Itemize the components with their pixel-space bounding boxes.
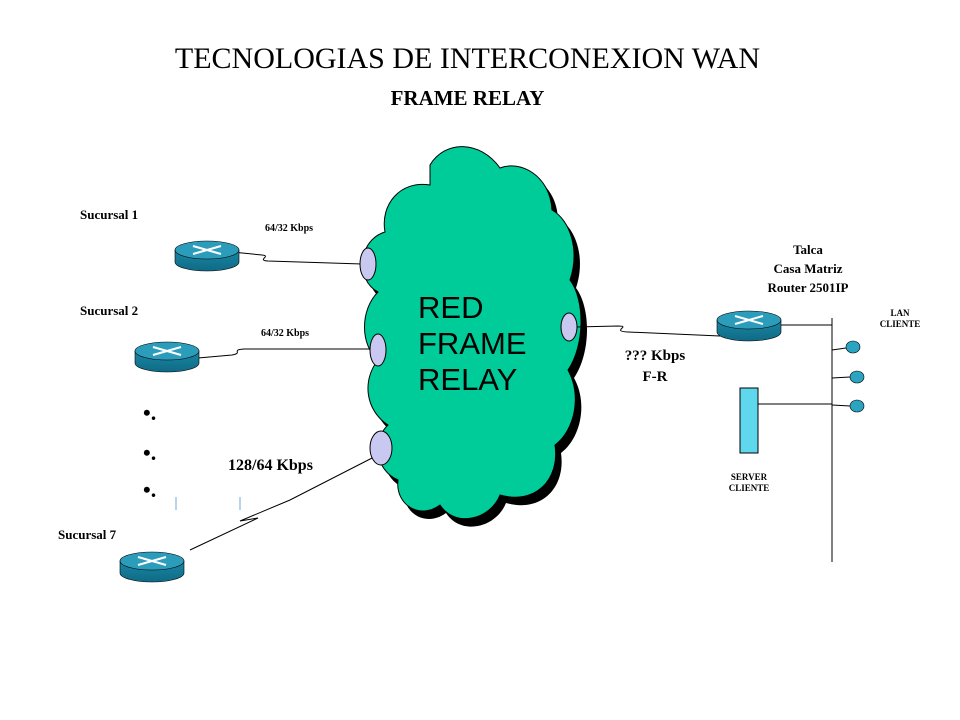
lan-label-line-1: LAN	[890, 308, 910, 318]
sucursal-1-label: Sucursal 1	[80, 207, 139, 222]
server-label-line-2: CLIENTE	[728, 483, 770, 493]
cloud-label-line-1: RED	[418, 290, 484, 325]
sucursal-2-label: Sucursal 2	[80, 303, 139, 318]
lan-backbone	[758, 318, 851, 562]
matriz-link-speed: ??? Kbps	[624, 348, 686, 364]
sucursal-2-speed: 64/32 Kbps	[261, 328, 310, 339]
server-icon	[739, 387, 759, 454]
sucursal-7-label: Sucursal 7	[58, 527, 117, 542]
page-title: TECNOLOGIAS DE INTERCONEXION WAN	[174, 42, 761, 75]
sucursal-7-speed: 128/64 Kbps	[228, 457, 313, 474]
router-matriz-icon	[716, 310, 782, 342]
cloud-label: RED FRAME RELAY	[418, 290, 527, 398]
page-subtitle: FRAME RELAY	[390, 86, 545, 110]
router-sucursal-7-icon	[119, 551, 185, 583]
port-sucursal-2	[369, 333, 387, 367]
router-sucursal-2-icon	[134, 341, 200, 373]
link-matriz	[574, 325, 721, 337]
matriz-city: Talca	[793, 242, 823, 257]
link-sucursal-1	[231, 251, 363, 265]
server-label: SERVER CLIENTE	[714, 472, 784, 494]
lan-label: LAN CLIENTE	[870, 308, 930, 330]
matriz-router: Router 2501IP	[767, 280, 849, 295]
cloud-label-line-3: RELAY	[418, 362, 518, 397]
ellipsis-dot-3: •.	[143, 477, 157, 502]
ellipsis-dot-1: •.	[143, 400, 157, 425]
matriz-link-type: F-R	[642, 369, 668, 385]
matriz-label: Talca Casa Matriz Router 2501IP	[748, 240, 868, 297]
lan-node-1	[845, 340, 861, 354]
port-sucursal-1	[359, 247, 377, 281]
frame-relay-cloud	[362, 146, 588, 527]
matriz-name: Casa Matriz	[773, 261, 843, 276]
matriz-link-label: ??? Kbps F-R	[600, 346, 710, 388]
link-sucursal-2	[197, 348, 372, 359]
port-sucursal-7	[369, 430, 393, 466]
link-sucursal-7	[189, 455, 377, 551]
lan-node-2	[849, 370, 865, 384]
lan-label-line-2: CLIENTE	[879, 319, 921, 329]
ellipsis-dot-2: •.	[143, 440, 157, 465]
cloud-label-line-2: FRAME	[418, 326, 527, 361]
port-matriz	[560, 312, 578, 342]
server-label-line-1: SERVER	[730, 472, 768, 482]
lan-node-3	[849, 399, 865, 413]
router-sucursal-1-icon	[174, 240, 240, 272]
sucursal-1-speed: 64/32 Kbps	[265, 223, 314, 234]
